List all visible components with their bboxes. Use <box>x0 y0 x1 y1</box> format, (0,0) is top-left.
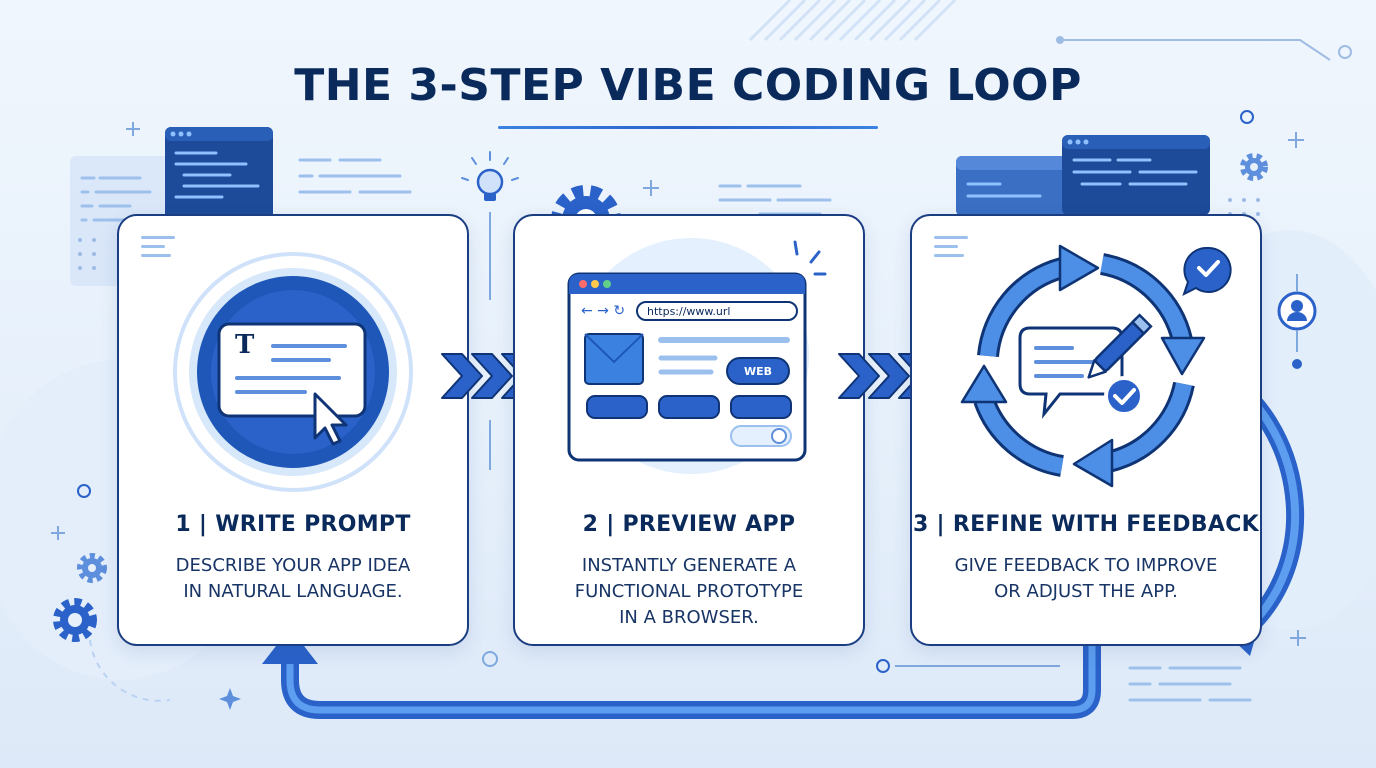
step-card-refine-feedback: 3 | REFINE WITH FEEDBACK GIVE FEEDBACK T… <box>910 214 1262 646</box>
title-underline <box>498 126 878 129</box>
step-title: 1 | WRITE PROMPT <box>175 512 411 537</box>
step-description: GIVE FEEDBACK TO IMPROVE OR ADJUST THE A… <box>954 555 1218 602</box>
page-title: THE 3-STEP VIBE CODING LOOP <box>294 60 1082 111</box>
step-title: 3 | REFINE WITH FEEDBACK <box>912 512 1259 537</box>
step-card-preview-app: ← → ↻ https://www.url WEB 2 | PREVIEW AP… <box>513 214 865 646</box>
chevron-arrows-icon <box>838 353 940 399</box>
svg-text:← → ↻: ← → ↻ <box>581 303 625 319</box>
browser-url: https://www.url <box>647 305 731 318</box>
step-description: DESCRIBE YOUR APP IDEA IN NATURAL LANGUA… <box>175 555 411 602</box>
browser-preview-icon: ← → ↻ <box>567 238 827 474</box>
card-decor-lines <box>934 236 968 263</box>
gear-icon <box>53 598 97 642</box>
step-card-write-prompt: T 1 | WRITE PROMPT DESCRIBE YOUR APP IDE… <box>117 214 469 646</box>
lightbulb-icon <box>461 151 519 201</box>
refine-cycle-icon <box>960 244 1232 488</box>
prompt-glyph: T <box>235 330 255 360</box>
step-description: INSTANTLY GENERATE A FUNCTIONAL PROTOTYP… <box>574 555 804 628</box>
step-title: 2 | PREVIEW APP <box>582 512 796 537</box>
card-decor-lines <box>141 236 175 263</box>
text-prompt-icon <box>173 252 413 492</box>
web-badge: WEB <box>743 365 773 378</box>
user-icon <box>1277 291 1317 331</box>
